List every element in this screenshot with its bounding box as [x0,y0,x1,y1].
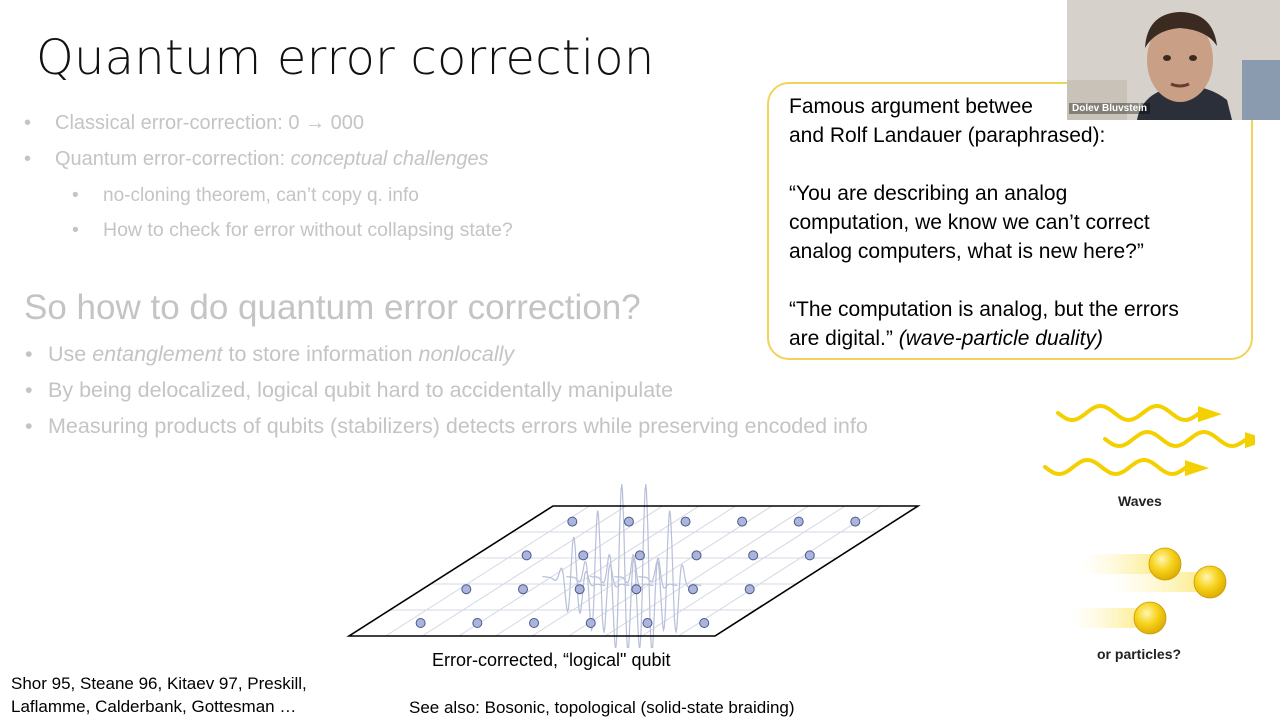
waves-label: Waves [1118,493,1162,509]
lattice-caption: Error-corrected, “logical" qubit [432,650,671,670]
bullet-quantum-ec: • Quantum error-correction: conceptual c… [24,148,489,170]
qubit-dot [804,550,815,561]
lattice-grid-line [604,505,809,637]
bullet-classical-ec: • Classical error-correction: 0 → 000 [24,112,364,134]
particle-trail [1110,572,1210,592]
bullet-marker: • [72,219,79,241]
section-subheading: So how to do quantum error correction? [24,288,641,327]
quote-line: analog computers, what is new here?” [789,240,1144,263]
particles-label: or particles? [1097,646,1182,662]
wave-squiggle [1103,429,1247,449]
wave-arrowhead [1245,432,1255,449]
qubit-dot [737,516,748,527]
bullet-marker: • [24,148,32,170]
qubit-dot [744,584,755,595]
qubit-dot [631,584,642,595]
slide-title: Quantum error correction [36,30,655,86]
argument-callout-box: Famous argument betwee and Rolf Landauer… [767,82,1253,360]
emphasis-text: (wave-particle duality) [898,327,1103,350]
sub-bullet-collapse: • How to check for error without collaps… [72,219,513,241]
quote-line: are digital.” (wave-particle duality) [789,327,1103,350]
qubit-dot [567,516,578,527]
bullet-entanglement: • Use entanglement to store information … [25,342,515,366]
particle-ball [1193,565,1227,599]
qubit-dot [623,516,634,527]
bullet-marker: • [25,342,33,366]
qubit-dot [472,618,483,628]
particle-trail [1080,554,1165,574]
qubit-dot [574,584,585,595]
quote-line: “The computation is analog, but the erro… [789,298,1179,321]
qubit-dot [517,584,528,595]
participant-name-label: Dolev Bluvstein [1069,103,1151,114]
bullet-marker: • [24,112,32,134]
webcam-video-tile: Dolev Bluvstein [1067,0,1280,120]
particle-trail [1070,608,1150,628]
sub-bullet-no-cloning: • no-cloning theorem, can’t copy q. info [72,185,419,206]
qubit-dot [634,550,645,561]
bullet-marker: • [25,414,33,438]
qubit-dot [748,550,759,561]
bullet-delocalized: • By being delocalized, logical qubit ha… [25,378,674,402]
qubit-dot [521,550,532,561]
wave-arrowhead [1198,406,1222,423]
argument-intro-line: Famous argument betwee [789,95,1033,118]
qubit-dot [585,618,596,628]
qubit-dot [699,618,710,628]
emphasis-text: conceptual challenges [290,148,489,170]
lattice-grid-line [421,505,627,637]
particle-ball [1133,601,1167,635]
webcam-person-silhouette [1067,0,1280,120]
qubit-dot [793,516,804,527]
see-also-text: See also: Bosonic, topological (solid-st… [409,698,795,717]
lattice-grid-line [531,505,736,637]
lattice-grid-line [385,505,590,637]
particles-illustration [1070,547,1227,635]
qubit-dot [642,618,653,628]
lattice-grid-line [678,505,882,637]
bullet-stabilizers: • Measuring products of qubits (stabiliz… [25,414,868,438]
wave-squiggle [1056,403,1200,423]
quote-line: computation, we know we can’t correct [789,211,1150,234]
wave-squiggle [1043,457,1187,477]
lattice-grid-line [458,505,663,637]
argument-intro-line: and Rolf Landauer (paraphrased): [789,124,1106,147]
wave-arrowhead [1185,460,1209,477]
qubit-dot [850,516,861,527]
particle-ball [1148,547,1182,581]
references-text: Shor 95, Steane 96, Kitaev 97, Preskill,… [11,674,307,716]
qubit-dot [578,550,589,561]
qubit-dot [680,516,691,527]
qubit-dot [415,618,426,628]
waves-illustration [1043,403,1255,477]
lattice-grid-line [641,505,846,637]
qubit-dot [691,550,702,561]
qubit-dot [529,618,540,628]
qubit-dot [688,584,699,595]
bullet-marker: • [72,185,79,206]
logical-qubit-lattice-illustration [346,484,921,648]
quote-line: “You are describing an analog [789,182,1068,205]
lattice-grid-line [495,505,700,637]
qubit-dot [461,584,472,595]
bullet-marker: • [25,378,33,402]
